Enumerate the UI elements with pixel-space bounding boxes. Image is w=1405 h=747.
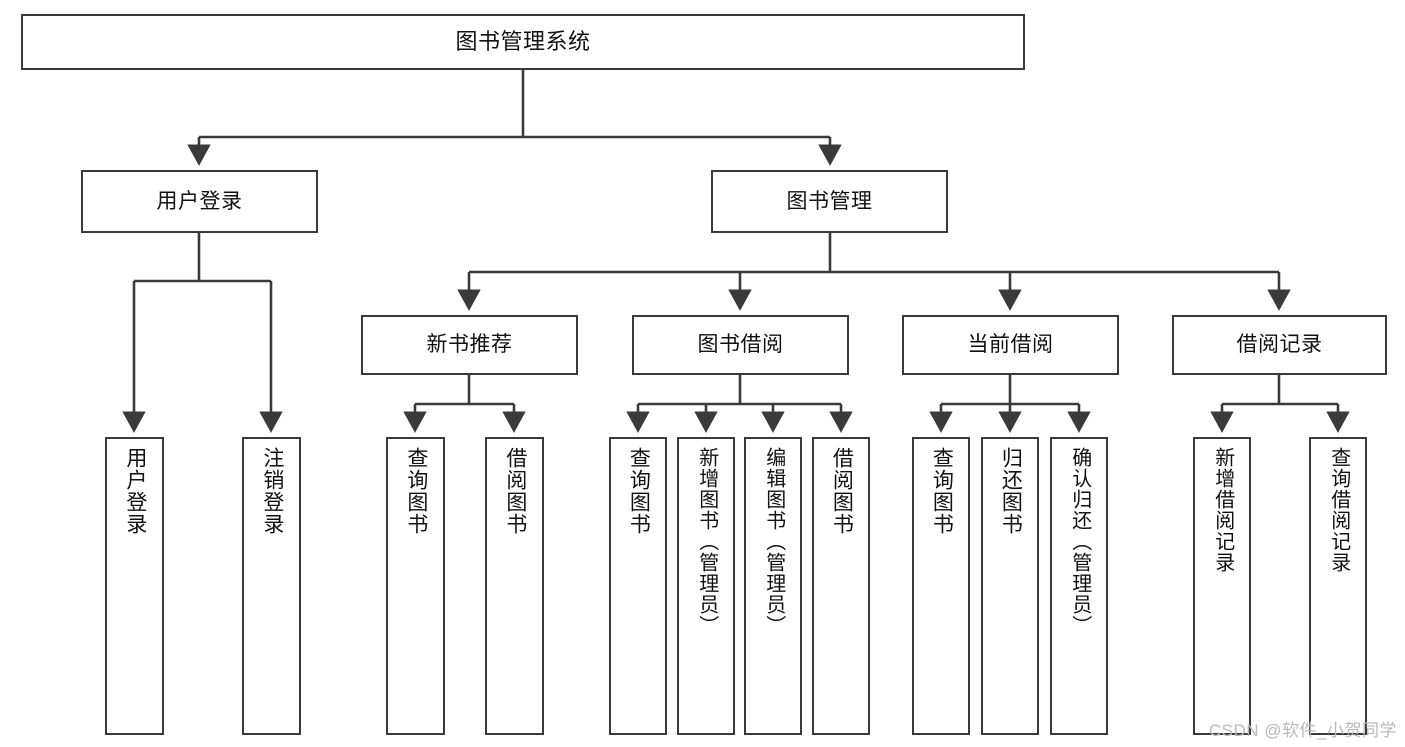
node-label: 确认归还（管理员） [1068, 447, 1091, 636]
node-book-borrow[interactable]: 图书借阅 [632, 315, 849, 375]
leaf-user-login-logout[interactable]: 注销登录 [242, 437, 301, 735]
watermark: CSDN @软件_小贺同学 [1208, 721, 1397, 740]
node-label: 图书借阅 [697, 333, 784, 357]
leaf-borrow-record-query[interactable]: 查询借阅记录 [1309, 437, 1367, 735]
node-label: 借阅图书 [830, 447, 854, 535]
leaf-borrow-record-add[interactable]: 新增借阅记录 [1193, 437, 1251, 735]
node-current-borrow[interactable]: 当前借阅 [902, 315, 1119, 375]
node-label: 当前借阅 [967, 333, 1054, 357]
node-label: 编辑图书（管理员） [762, 447, 785, 636]
leaf-new-book-borrow[interactable]: 借阅图书 [485, 437, 544, 735]
node-borrow-record[interactable]: 借阅记录 [1172, 315, 1387, 375]
node-label: 新书推荐 [426, 333, 513, 357]
node-label: 查询借阅记录 [1327, 447, 1350, 573]
leaf-book-borrow-edit[interactable]: 编辑图书（管理员） [744, 437, 802, 735]
node-root-system[interactable]: 图书管理系统 [21, 14, 1025, 70]
leaf-current-borrow-return[interactable]: 归还图书 [981, 437, 1039, 735]
node-label: 用户登录 [123, 447, 147, 535]
leaf-user-login-login[interactable]: 用户登录 [105, 437, 164, 735]
node-label: 查询图书 [404, 447, 428, 535]
leaf-current-borrow-confirm-return[interactable]: 确认归还（管理员） [1050, 437, 1108, 735]
node-book-management[interactable]: 图书管理 [711, 170, 948, 233]
node-label: 图书管理系统 [455, 28, 591, 54]
node-label: 借阅图书 [503, 447, 527, 535]
node-label: 查询图书 [627, 447, 651, 535]
node-label: 借阅记录 [1236, 333, 1323, 357]
node-new-book-recommend[interactable]: 新书推荐 [361, 315, 578, 375]
node-label: 查询图书 [930, 447, 954, 535]
leaf-book-borrow-query[interactable]: 查询图书 [609, 437, 667, 735]
node-label: 新增借阅记录 [1211, 447, 1234, 573]
node-label: 用户登录 [156, 189, 243, 213]
node-label: 归还图书 [999, 447, 1023, 535]
node-user-login[interactable]: 用户登录 [81, 170, 318, 233]
leaf-book-borrow-borrow[interactable]: 借阅图书 [812, 437, 870, 735]
node-label: 图书管理 [786, 189, 873, 213]
leaf-book-borrow-add[interactable]: 新增图书（管理员） [677, 437, 735, 735]
leaf-current-borrow-query[interactable]: 查询图书 [912, 437, 970, 735]
node-label: 注销登录 [260, 447, 284, 535]
leaf-new-book-query[interactable]: 查询图书 [386, 437, 445, 735]
node-label: 新增图书（管理员） [695, 447, 718, 636]
